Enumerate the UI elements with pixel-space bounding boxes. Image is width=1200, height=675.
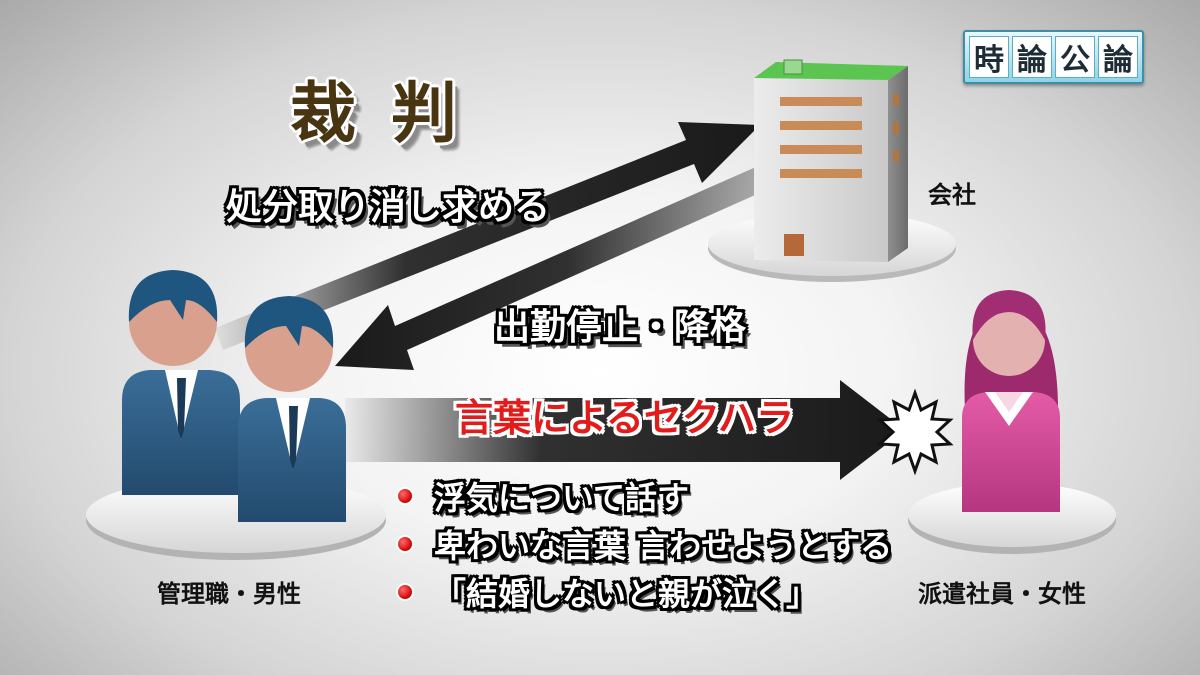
appeal-caption: 処分取り消し求める [226,178,550,230]
list-item-text: 卑わいな言葉 言わせようとする [434,521,892,567]
bullet-dot-icon [398,489,412,503]
list-item: 卑わいな言葉 言わせようとする [398,520,892,568]
person-man-icon [238,296,346,522]
bullet-dot-icon [398,537,412,551]
office-building-icon [754,60,908,262]
company-label: 会社 [928,175,976,210]
logo-char: 論 [1098,36,1138,78]
bullet-dot-icon [398,585,412,599]
list-item-text: 「結婚しないと親が泣く」 [434,569,818,615]
list-item-text: 浮気について話す [434,473,689,519]
logo-char: 公 [1055,36,1095,78]
worker-label: 派遣社員・女性 [918,574,1086,609]
program-logo: 時 論 公 論 [963,30,1144,84]
discipline-caption: 出勤停止・降格 [494,298,746,350]
logo-char: 論 [1012,36,1052,78]
list-item: 「結婚しないと親が泣く」 [398,568,892,616]
list-item: 浮気について話す [398,472,892,520]
harassment-examples-list: 浮気について話す 卑わいな言葉 言わせようとする 「結婚しないと親が泣く」 [398,472,892,616]
person-man-icon [122,270,240,495]
diagram-title: 裁 判 [290,60,463,156]
person-woman-icon [962,290,1060,512]
harassment-caption: 言葉によるセクハラ [455,387,794,442]
logo-char: 時 [969,36,1009,78]
managers-label: 管理職・男性 [157,574,301,609]
